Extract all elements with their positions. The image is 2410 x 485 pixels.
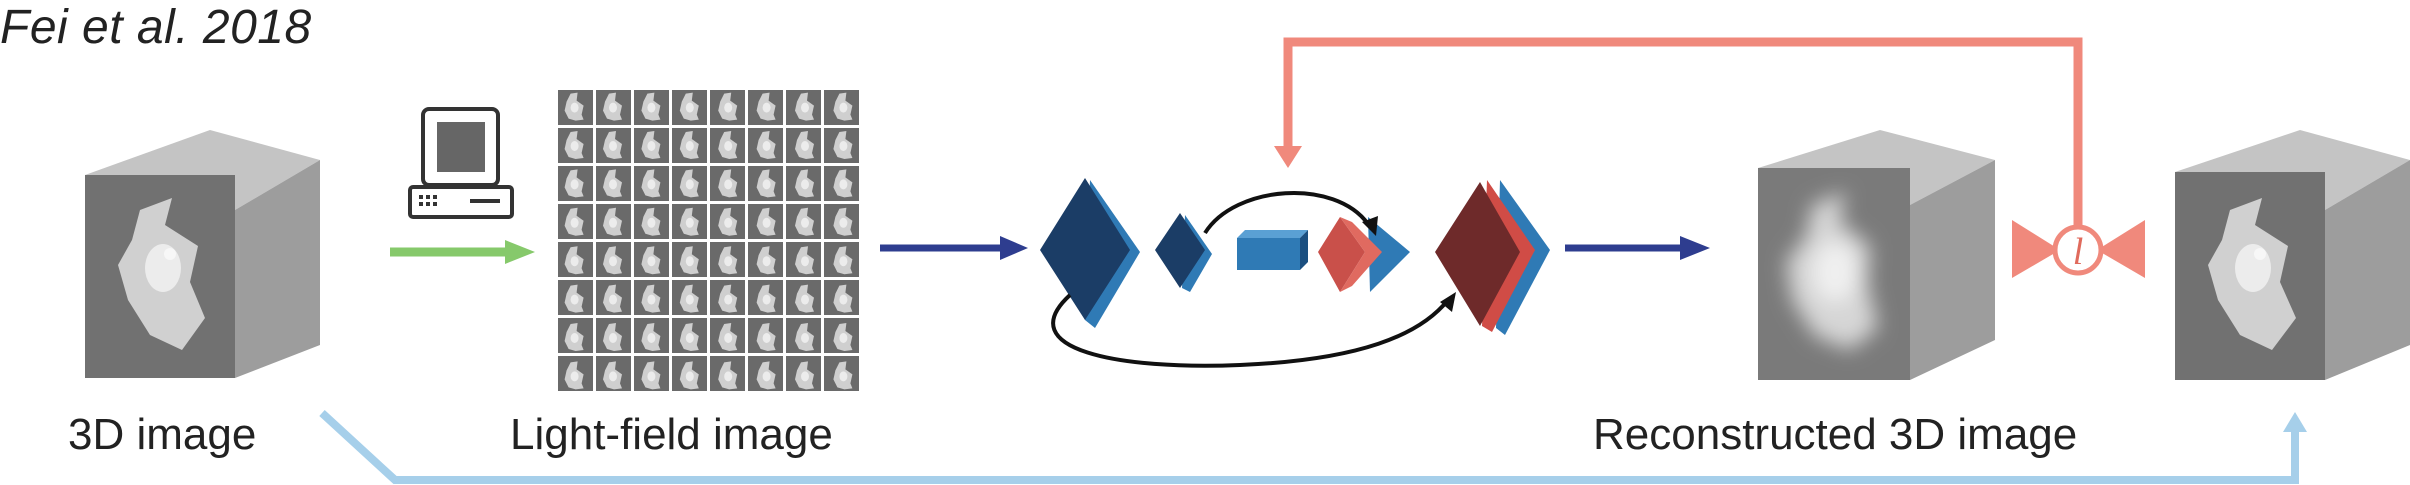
blurred-cell <box>1786 192 1878 350</box>
light-field-tile <box>748 128 783 163</box>
unet-network <box>1040 178 1550 368</box>
input-3d-cube <box>85 130 320 378</box>
light-field-tile <box>824 90 859 125</box>
light-field-tile <box>558 318 593 353</box>
light-field-tile <box>634 242 669 277</box>
light-field-tile <box>558 356 593 391</box>
cell-shape <box>2208 198 2296 350</box>
light-field-tile <box>672 90 707 125</box>
light-field-tile <box>596 90 631 125</box>
light-field-tile <box>596 128 631 163</box>
light-field-tile <box>824 128 859 163</box>
citation-title: Fei et al. 2018 <box>0 1 312 54</box>
light-field-tile <box>824 204 859 239</box>
light-field-tile <box>634 280 669 315</box>
light-field-tile <box>786 318 821 353</box>
light-field-tile <box>596 280 631 315</box>
light-field-tile <box>634 318 669 353</box>
light-field-tile <box>710 242 745 277</box>
light-field-tile <box>634 128 669 163</box>
light-field-tile <box>748 166 783 201</box>
light-field-tile <box>558 90 593 125</box>
light-field-tile <box>786 356 821 391</box>
reconstructed-3d-cube <box>1758 130 1995 380</box>
light-field-tile <box>672 204 707 239</box>
light-field-tile <box>672 318 707 353</box>
light-field-label: Light-field image <box>510 410 833 459</box>
light-field-tile <box>710 128 745 163</box>
loss-symbol: l <box>2073 231 2084 273</box>
light-field-tile <box>824 242 859 277</box>
light-field-tile <box>824 318 859 353</box>
decoder-block-large <box>1435 180 1550 335</box>
light-field-tile <box>596 166 631 201</box>
encoder-block-small <box>1155 213 1212 292</box>
decoder-block-small <box>1318 217 1410 292</box>
light-field-tile <box>672 356 707 391</box>
light-field-tile <box>710 318 745 353</box>
light-field-tile <box>558 128 593 163</box>
navy-arrow-2 <box>1565 236 1710 260</box>
ground-truth-3d-cube <box>2175 130 2410 380</box>
light-field-tile <box>710 356 745 391</box>
skip-connection-bottom <box>1051 293 1450 368</box>
loss-function: l <box>2012 220 2145 278</box>
light-field-tile <box>786 280 821 315</box>
light-field-tile <box>558 166 593 201</box>
light-field-tile <box>634 356 669 391</box>
bottleneck-block <box>1237 230 1308 270</box>
skip-connection-top <box>1203 191 1370 235</box>
light-field-tile <box>558 204 593 239</box>
light-field-tile <box>710 166 745 201</box>
green-arrow <box>390 240 535 264</box>
light-field-tile <box>672 280 707 315</box>
light-field-tile <box>596 204 631 239</box>
light-field-tile <box>786 204 821 239</box>
light-field-tile <box>710 90 745 125</box>
light-field-tile <box>672 242 707 277</box>
feedback-arrow <box>1274 37 2083 226</box>
light-field-tile <box>672 166 707 201</box>
light-field-tile <box>748 90 783 125</box>
light-field-tile <box>824 166 859 201</box>
reconstructed-label: Reconstructed 3D image <box>1593 410 2078 459</box>
light-field-tile <box>748 318 783 353</box>
light-field-tile <box>596 242 631 277</box>
light-field-tile <box>748 356 783 391</box>
light-field-tile <box>710 280 745 315</box>
light-field-tile <box>748 204 783 239</box>
light-field-tile <box>596 356 631 391</box>
light-field-tile <box>634 90 669 125</box>
light-field-tile <box>634 166 669 201</box>
input-label: 3D image <box>68 410 257 459</box>
supervision-arrow <box>319 410 2307 484</box>
light-field-tile <box>558 242 593 277</box>
light-field-tile <box>748 242 783 277</box>
light-field-tile <box>786 242 821 277</box>
light-field-tile <box>824 280 859 315</box>
light-field-tile <box>748 280 783 315</box>
encoder-block-large <box>1040 178 1140 328</box>
navy-arrow-1 <box>880 236 1028 260</box>
computer-icon <box>408 107 514 219</box>
light-field-tile <box>824 356 859 391</box>
light-field-tile <box>558 280 593 315</box>
light-field-tile <box>786 90 821 125</box>
light-field-tile <box>672 128 707 163</box>
light-field-tile <box>786 166 821 201</box>
cell-shape <box>118 198 205 350</box>
light-field-tile <box>634 204 669 239</box>
light-field-image-grid <box>558 90 859 391</box>
light-field-tile <box>786 128 821 163</box>
light-field-tile <box>710 204 745 239</box>
light-field-tile <box>596 318 631 353</box>
